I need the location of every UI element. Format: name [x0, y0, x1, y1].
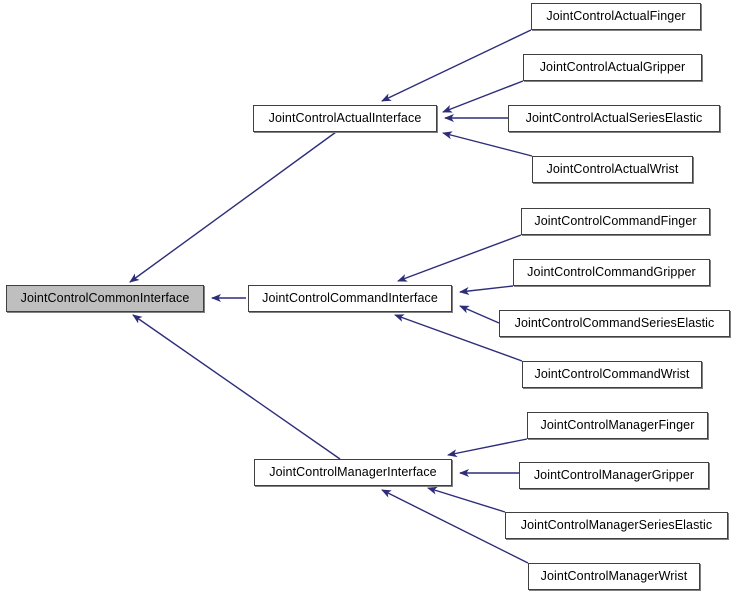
class-node-actual_gripper[interactable]: JointControlActualGripper [523, 54, 702, 81]
edge-actual_if-to-common [129, 131, 337, 283]
edge-command_gripper-to-command_if [459, 285, 514, 295]
class-node-label: JointControlManagerFinger [540, 418, 695, 433]
class-node-label: JointControlCommandWrist [534, 367, 690, 382]
class-node-common[interactable]: JointControlCommonInterface [6, 285, 204, 312]
class-node-label: JointControlActualWrist [546, 162, 679, 177]
edge-actual_wrist-to-actual_if [442, 131, 533, 157]
class-node-label: JointControlCommandFinger [534, 214, 697, 229]
class-node-command_finger[interactable]: JointControlCommandFinger [521, 208, 710, 235]
class-node-command_wrist[interactable]: JointControlCommandWrist [522, 361, 702, 388]
class-node-label: JointControlManagerWrist [540, 569, 688, 584]
class-node-label: JointControlCommandGripper [527, 265, 696, 280]
class-node-label: JointControlActualSeriesElastic [525, 111, 703, 126]
class-node-label: JointControlManagerInterface [269, 465, 437, 480]
class-node-command_series[interactable]: JointControlCommandSeriesElastic [499, 310, 730, 337]
class-node-label: JointControlCommandSeriesElastic [514, 316, 715, 331]
class-node-manager_if[interactable]: JointControlManagerInterface [254, 459, 452, 486]
class-node-manager_wrist[interactable]: JointControlManagerWrist [528, 563, 700, 590]
class-node-manager_gripper[interactable]: JointControlManagerGripper [519, 462, 709, 489]
class-node-actual_if[interactable]: JointControlActualInterface [253, 105, 437, 132]
edge-command_series-to-command_if [459, 305, 500, 324]
class-node-label: JointControlManagerSeriesElastic [520, 518, 713, 533]
class-node-actual_wrist[interactable]: JointControlActualWrist [532, 156, 693, 183]
edge-actual_finger-to-actual_if [381, 29, 532, 102]
class-node-label: JointControlCommandInterface [262, 291, 438, 306]
class-node-actual_finger[interactable]: JointControlActualFinger [531, 3, 701, 30]
class-node-command_if[interactable]: JointControlCommandInterface [248, 285, 452, 312]
class-node-label: JointControlCommonInterface [20, 291, 190, 306]
edge-manager_finger-to-manager_if [447, 438, 528, 458]
edge-command_finger-to-command_if [397, 234, 522, 282]
class-node-actual_series[interactable]: JointControlActualSeriesElastic [508, 105, 720, 132]
edge-manager_if-to-common [132, 314, 341, 460]
class-node-manager_finger[interactable]: JointControlManagerFinger [527, 412, 708, 439]
class-node-label: JointControlActualGripper [539, 60, 686, 75]
class-node-label: JointControlActualFinger [546, 9, 686, 24]
class-node-label: JointControlManagerGripper [533, 468, 695, 483]
class-node-command_gripper[interactable]: JointControlCommandGripper [513, 259, 710, 286]
edge-manager_series-to-manager_if [427, 486, 506, 513]
class-node-manager_series[interactable]: JointControlManagerSeriesElastic [505, 512, 728, 539]
class-node-label: JointControlActualInterface [268, 111, 422, 126]
